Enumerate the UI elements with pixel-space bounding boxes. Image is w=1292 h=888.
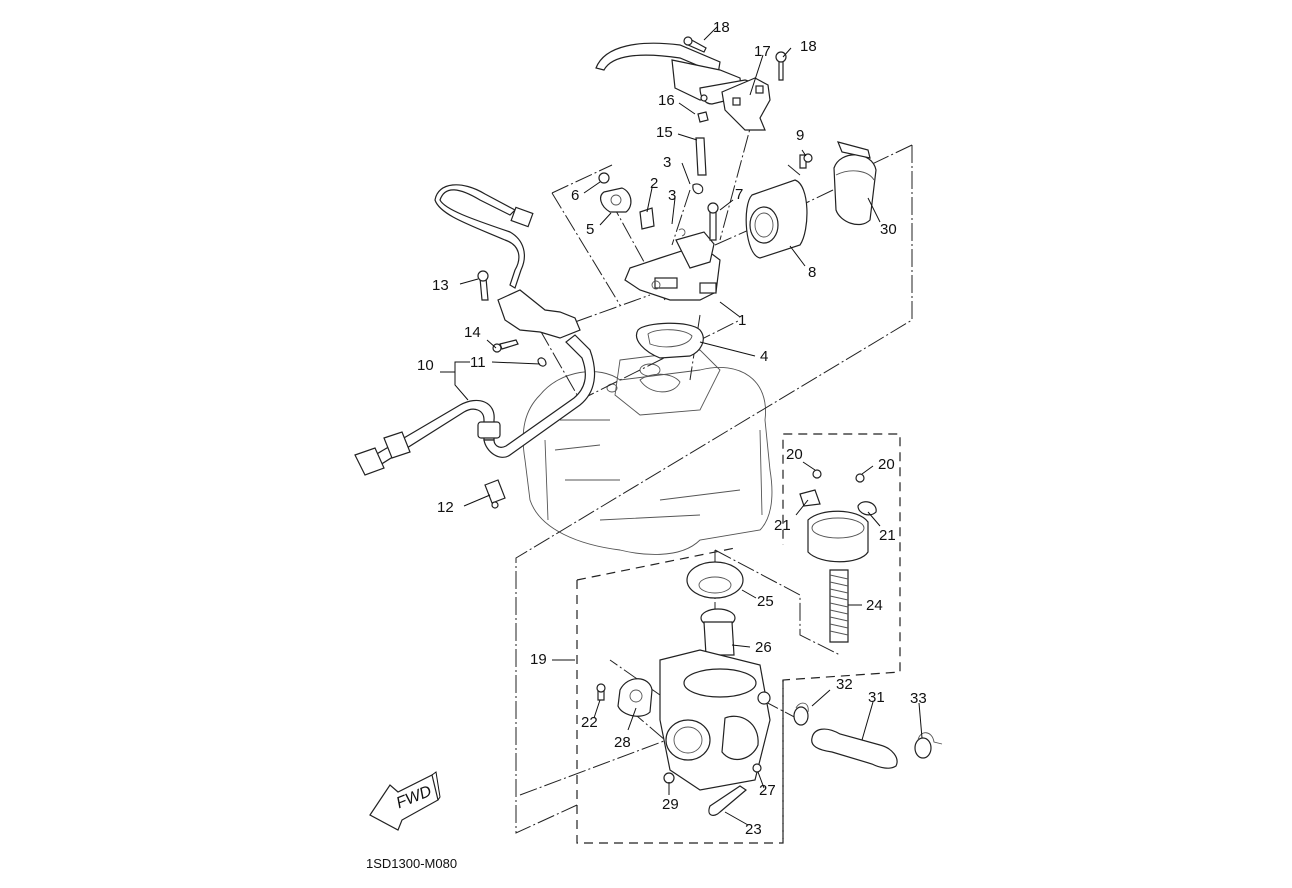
callout-2: 2 xyxy=(650,175,659,192)
callout-30: 30 xyxy=(880,221,897,238)
engine-block xyxy=(522,349,773,555)
callout-4: 4 xyxy=(760,348,769,365)
harness-group xyxy=(434,184,581,367)
callout-33: 33 xyxy=(910,690,927,707)
callout-24: 24 xyxy=(866,597,883,614)
callout-20: 20 xyxy=(878,456,895,473)
callout-5: 5 xyxy=(586,221,595,238)
callout-12: 12 xyxy=(437,499,454,516)
callout-27: 27 xyxy=(759,782,776,799)
callout-16: 16 xyxy=(658,92,675,109)
sensor-bracket-group xyxy=(595,36,787,176)
callout-20: 20 xyxy=(786,446,803,463)
throttle-body xyxy=(596,649,771,816)
callout-29: 29 xyxy=(662,796,679,813)
callout-8: 8 xyxy=(808,264,817,281)
callout-15: 15 xyxy=(656,124,673,141)
callout-3: 3 xyxy=(668,187,677,204)
callout-25: 25 xyxy=(757,593,774,610)
callout-3: 3 xyxy=(663,154,672,171)
diaphragm-piston-group xyxy=(686,561,744,656)
callout-17: 17 xyxy=(754,43,771,60)
leader-lines xyxy=(440,26,923,826)
callout-18: 18 xyxy=(800,38,817,55)
callout-9: 9 xyxy=(796,127,805,144)
callout-10: 10 xyxy=(417,357,434,374)
hose-group xyxy=(354,334,596,476)
callout-26: 26 xyxy=(755,639,772,656)
callout-1: 1 xyxy=(738,312,747,329)
callout-7: 7 xyxy=(735,186,744,203)
callout-19: 19 xyxy=(530,651,547,668)
callout-23: 23 xyxy=(745,821,762,838)
drawing-code: 1SD1300-M080 xyxy=(366,856,458,871)
callout-13: 13 xyxy=(432,277,449,294)
callout-28: 28 xyxy=(614,734,631,751)
gasket xyxy=(636,322,704,359)
fwd-arrow xyxy=(369,771,441,831)
callout-14: 14 xyxy=(464,324,481,341)
diaphragm-cover-group xyxy=(799,469,877,643)
callout-31: 31 xyxy=(868,689,885,706)
callout-11: 11 xyxy=(470,354,486,371)
callout-32: 32 xyxy=(836,676,853,693)
callout-22: 22 xyxy=(581,714,598,731)
callout-18: 18 xyxy=(713,19,730,36)
sensor-unit-group xyxy=(598,172,721,301)
small-hose-group xyxy=(793,702,943,769)
subassembly-boxes xyxy=(576,433,901,844)
callout-21: 21 xyxy=(879,527,896,544)
clip xyxy=(484,479,506,509)
intake-joint-group xyxy=(745,141,877,259)
callout-6: 6 xyxy=(571,187,580,204)
callout-21: 21 xyxy=(774,517,791,534)
